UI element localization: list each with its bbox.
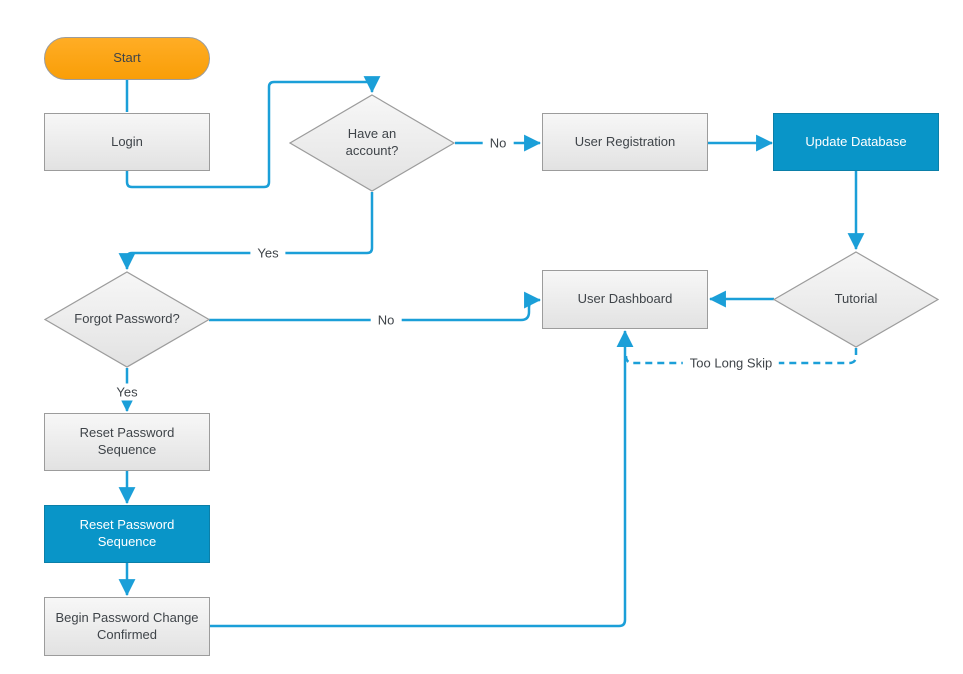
edge-label-no-to-registration[interactable]: No [482,134,514,152]
edge-label-no-to-dashboard[interactable]: No [370,311,402,329]
diamond-icon [44,271,210,368]
node-have-account-label: Have an account? [345,126,399,158]
node-user-dashboard[interactable]: User Dashboard [542,270,708,329]
connector-begin-to-dashboard[interactable] [210,330,634,628]
node-login[interactable]: Login [44,113,210,171]
diamond-icon [773,251,939,348]
connector-have-account-yes-to-forgot-password[interactable] [118,192,374,270]
node-login-label: Login [111,133,143,149]
diamond-icon [289,94,455,192]
edge-label-too-long-skip[interactable]: Too Long Skip [682,354,780,372]
node-tutorial-label: Tutorial [834,291,878,307]
node-forgot-password-label: Forgot Password? [74,311,180,327]
edge-label-yes-to-forgot-password[interactable]: Yes [250,244,286,262]
node-have-account[interactable]: Have an account? [289,94,455,192]
node-user-registration-label: User Registration [574,133,676,149]
node-reset-password-sequence-2-label: Reset Password Sequence [79,517,175,549]
node-begin-password-change[interactable]: Begin Password Change Confirmed [44,597,210,656]
node-reset-password-sequence-2[interactable]: Reset Password Sequence [44,505,210,563]
node-forgot-password[interactable]: Forgot Password? [44,271,210,368]
node-update-database[interactable]: Update Database [773,113,939,171]
node-start-label: Start [113,50,141,66]
node-reset-password-sequence-1[interactable]: Reset Password Sequence [44,413,210,471]
node-update-database-label: Update Database [805,133,907,149]
connector-forgot-password-no-to-dashboard[interactable] [209,291,541,322]
node-begin-password-change-label: Begin Password Change Confirmed [55,609,199,642]
node-start[interactable]: Start [44,37,210,80]
edge-label-yes-to-reset[interactable]: Yes [109,383,145,401]
node-tutorial[interactable]: Tutorial [773,251,939,348]
node-reset-password-sequence-1-label: Reset Password Sequence [79,425,175,457]
node-user-dashboard-label: User Dashboard [577,291,673,307]
connector-login-to-have-account[interactable] [125,76,381,189]
connector-tutorial-skip-to-dashboard[interactable] [624,348,858,365]
node-user-registration[interactable]: User Registration [542,113,708,171]
